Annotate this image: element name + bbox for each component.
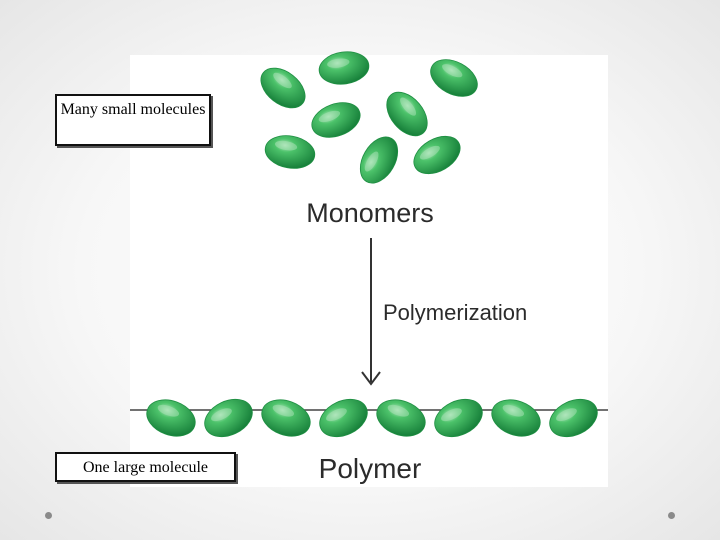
polymerization-label: Polymerization — [383, 300, 527, 325]
polymer-bead — [257, 393, 316, 442]
slide-corner-dot-right — [668, 512, 675, 519]
monomer-bead — [253, 60, 312, 116]
polymer-label: Polymer — [319, 453, 422, 484]
slide-corner-dot-left — [45, 512, 52, 519]
monomer-cluster — [253, 49, 483, 190]
monomer-bead — [424, 52, 483, 104]
monomer-bead — [379, 85, 436, 144]
polymer-bead — [372, 393, 431, 442]
polymer-bead — [429, 392, 489, 444]
monomer-bead — [307, 96, 365, 143]
callout-one-large-molecule: One large molecule — [55, 452, 236, 482]
polymer-bead — [142, 393, 201, 442]
polymer-bead — [314, 392, 374, 444]
polymer-bead — [199, 392, 259, 444]
monomer-bead — [263, 132, 318, 172]
polymer-chain — [142, 392, 604, 444]
polymer-bead — [544, 392, 604, 444]
monomer-bead — [353, 130, 406, 189]
callout-one-text: One large molecule — [83, 459, 208, 476]
callout-many-small-molecules: Many small molecules — [55, 94, 211, 146]
polymer-bead — [487, 393, 546, 442]
callout-many-text: Many small molecules — [61, 101, 206, 118]
monomers-label: Monomers — [306, 198, 434, 228]
monomer-bead — [407, 129, 466, 182]
monomer-bead — [317, 49, 371, 88]
